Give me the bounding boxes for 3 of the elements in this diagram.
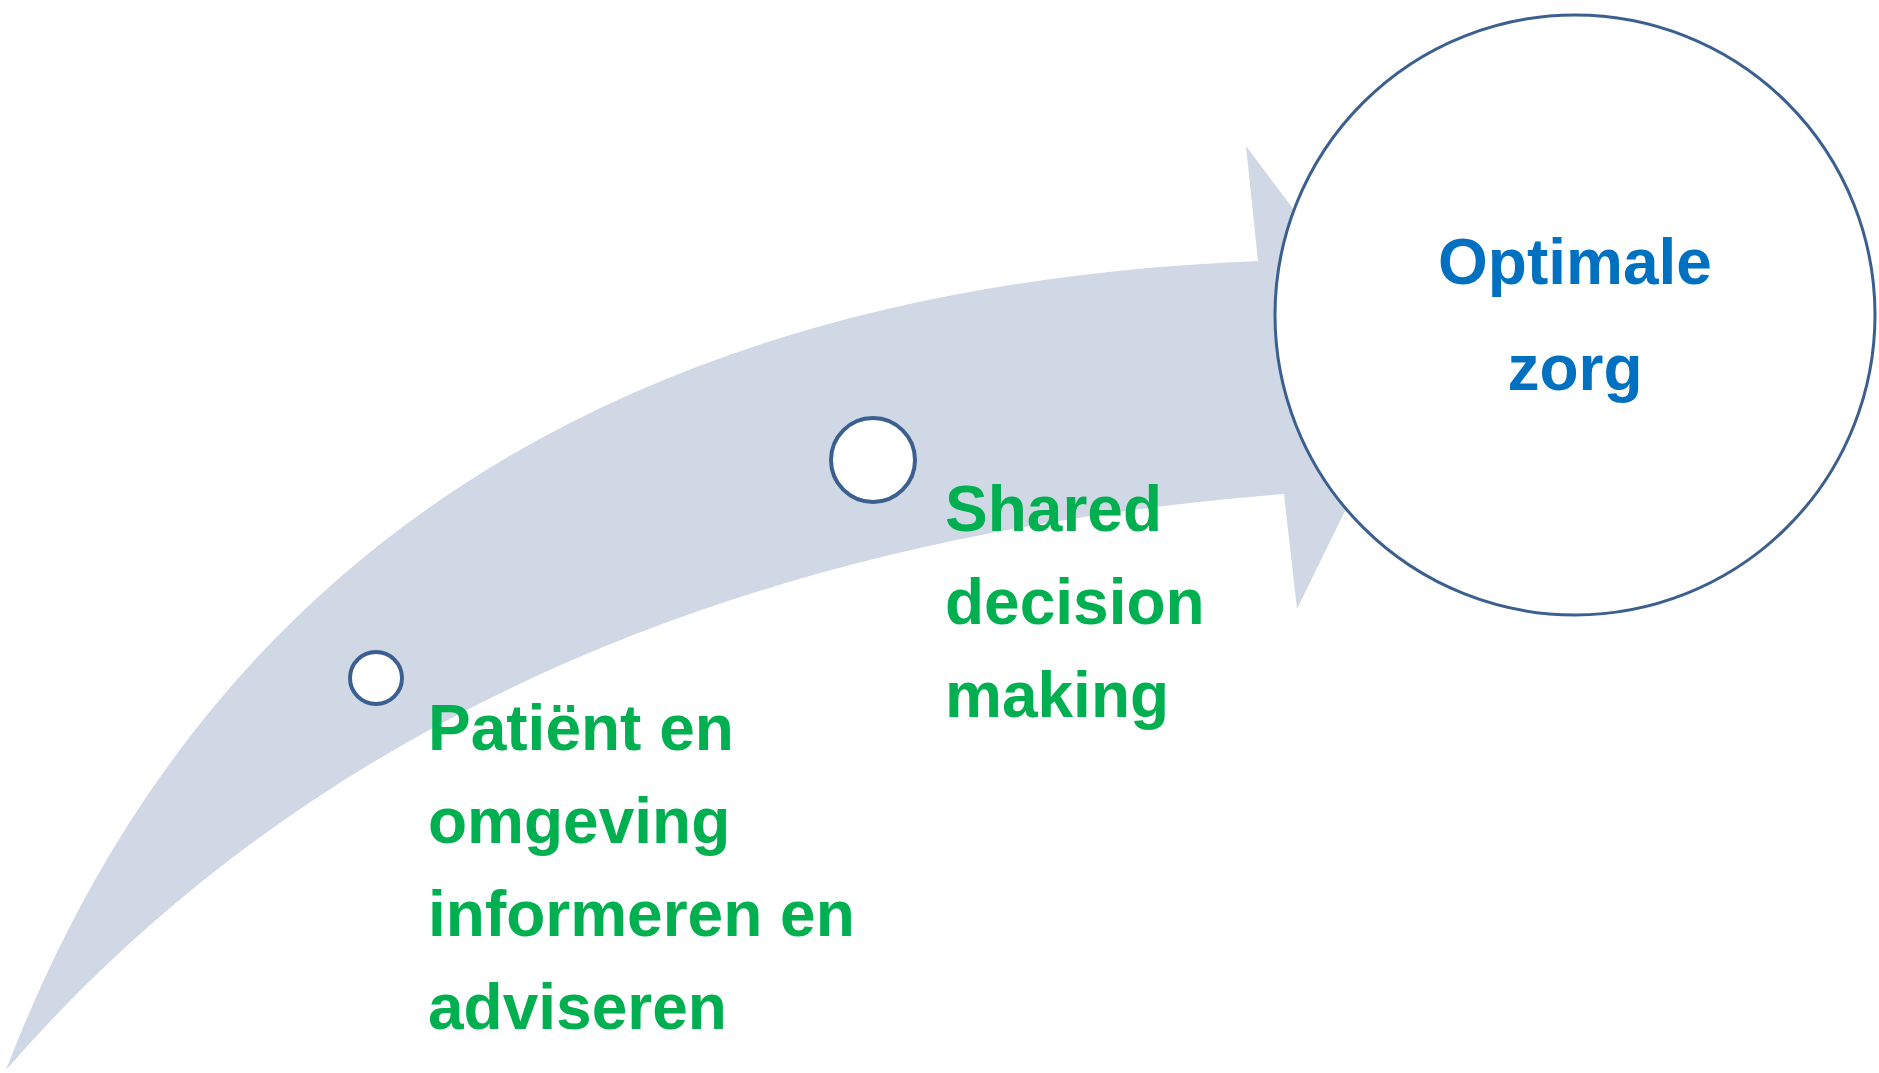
step-label: Shared decision making: [945, 472, 1206, 733]
step-label: Patiënt en omgeving informeren en adviseren: [428, 691, 856, 1045]
goal-label: Optimale zorg: [1437, 225, 1713, 406]
